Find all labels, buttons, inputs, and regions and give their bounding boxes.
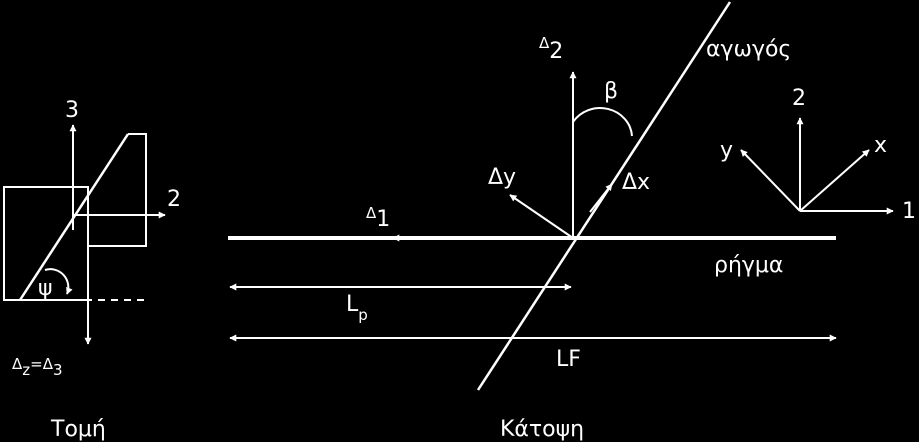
- fracture-label: ρήγμα: [714, 253, 783, 278]
- dx-arrow: [589, 183, 613, 213]
- dz-label: Δz=Δ3: [12, 355, 63, 379]
- dx-label: Δx: [622, 170, 650, 195]
- psi-angle-arc: [44, 268, 73, 295]
- coord-axis-y-arrow: [740, 149, 801, 212]
- axis-2-label: 2: [167, 187, 181, 212]
- lf-label: LF: [556, 347, 581, 372]
- coord-axis-y-label: y: [720, 138, 733, 163]
- coord-axis-x-arrow: [799, 149, 870, 212]
- axis-3-label: 3: [65, 98, 79, 123]
- coord-axis-1-label: 1: [902, 199, 916, 224]
- section-view: 3 2 ψ Δz=Δ3 Τομή: [3, 98, 181, 442]
- psi-label: ψ: [38, 276, 53, 301]
- section-caption: Τομή: [50, 417, 106, 442]
- coord-axis-2-label: 2: [792, 86, 806, 111]
- conductor-line: [476, 1, 732, 391]
- plan-view: Δ2 β αγωγός Δy Δx Δ1 ρήγμα Lp LF Κάτοψη: [228, 1, 837, 442]
- plan-caption: Κάτοψη: [500, 417, 584, 442]
- delta-1-label: Δ1: [366, 204, 390, 232]
- dy-arrow: [509, 194, 574, 239]
- dy-label: Δy: [488, 165, 516, 190]
- right-block: [88, 133, 147, 247]
- conductor-label: αγωγός: [706, 37, 791, 62]
- delta-2-label: Δ2: [539, 34, 563, 64]
- beta-angle-arc: [572, 107, 633, 137]
- lp-label: Lp: [346, 292, 368, 324]
- coordinate-system: 2 y x 1: [720, 86, 916, 224]
- coord-axis-x-label: x: [874, 133, 887, 158]
- beta-label: β: [604, 79, 618, 104]
